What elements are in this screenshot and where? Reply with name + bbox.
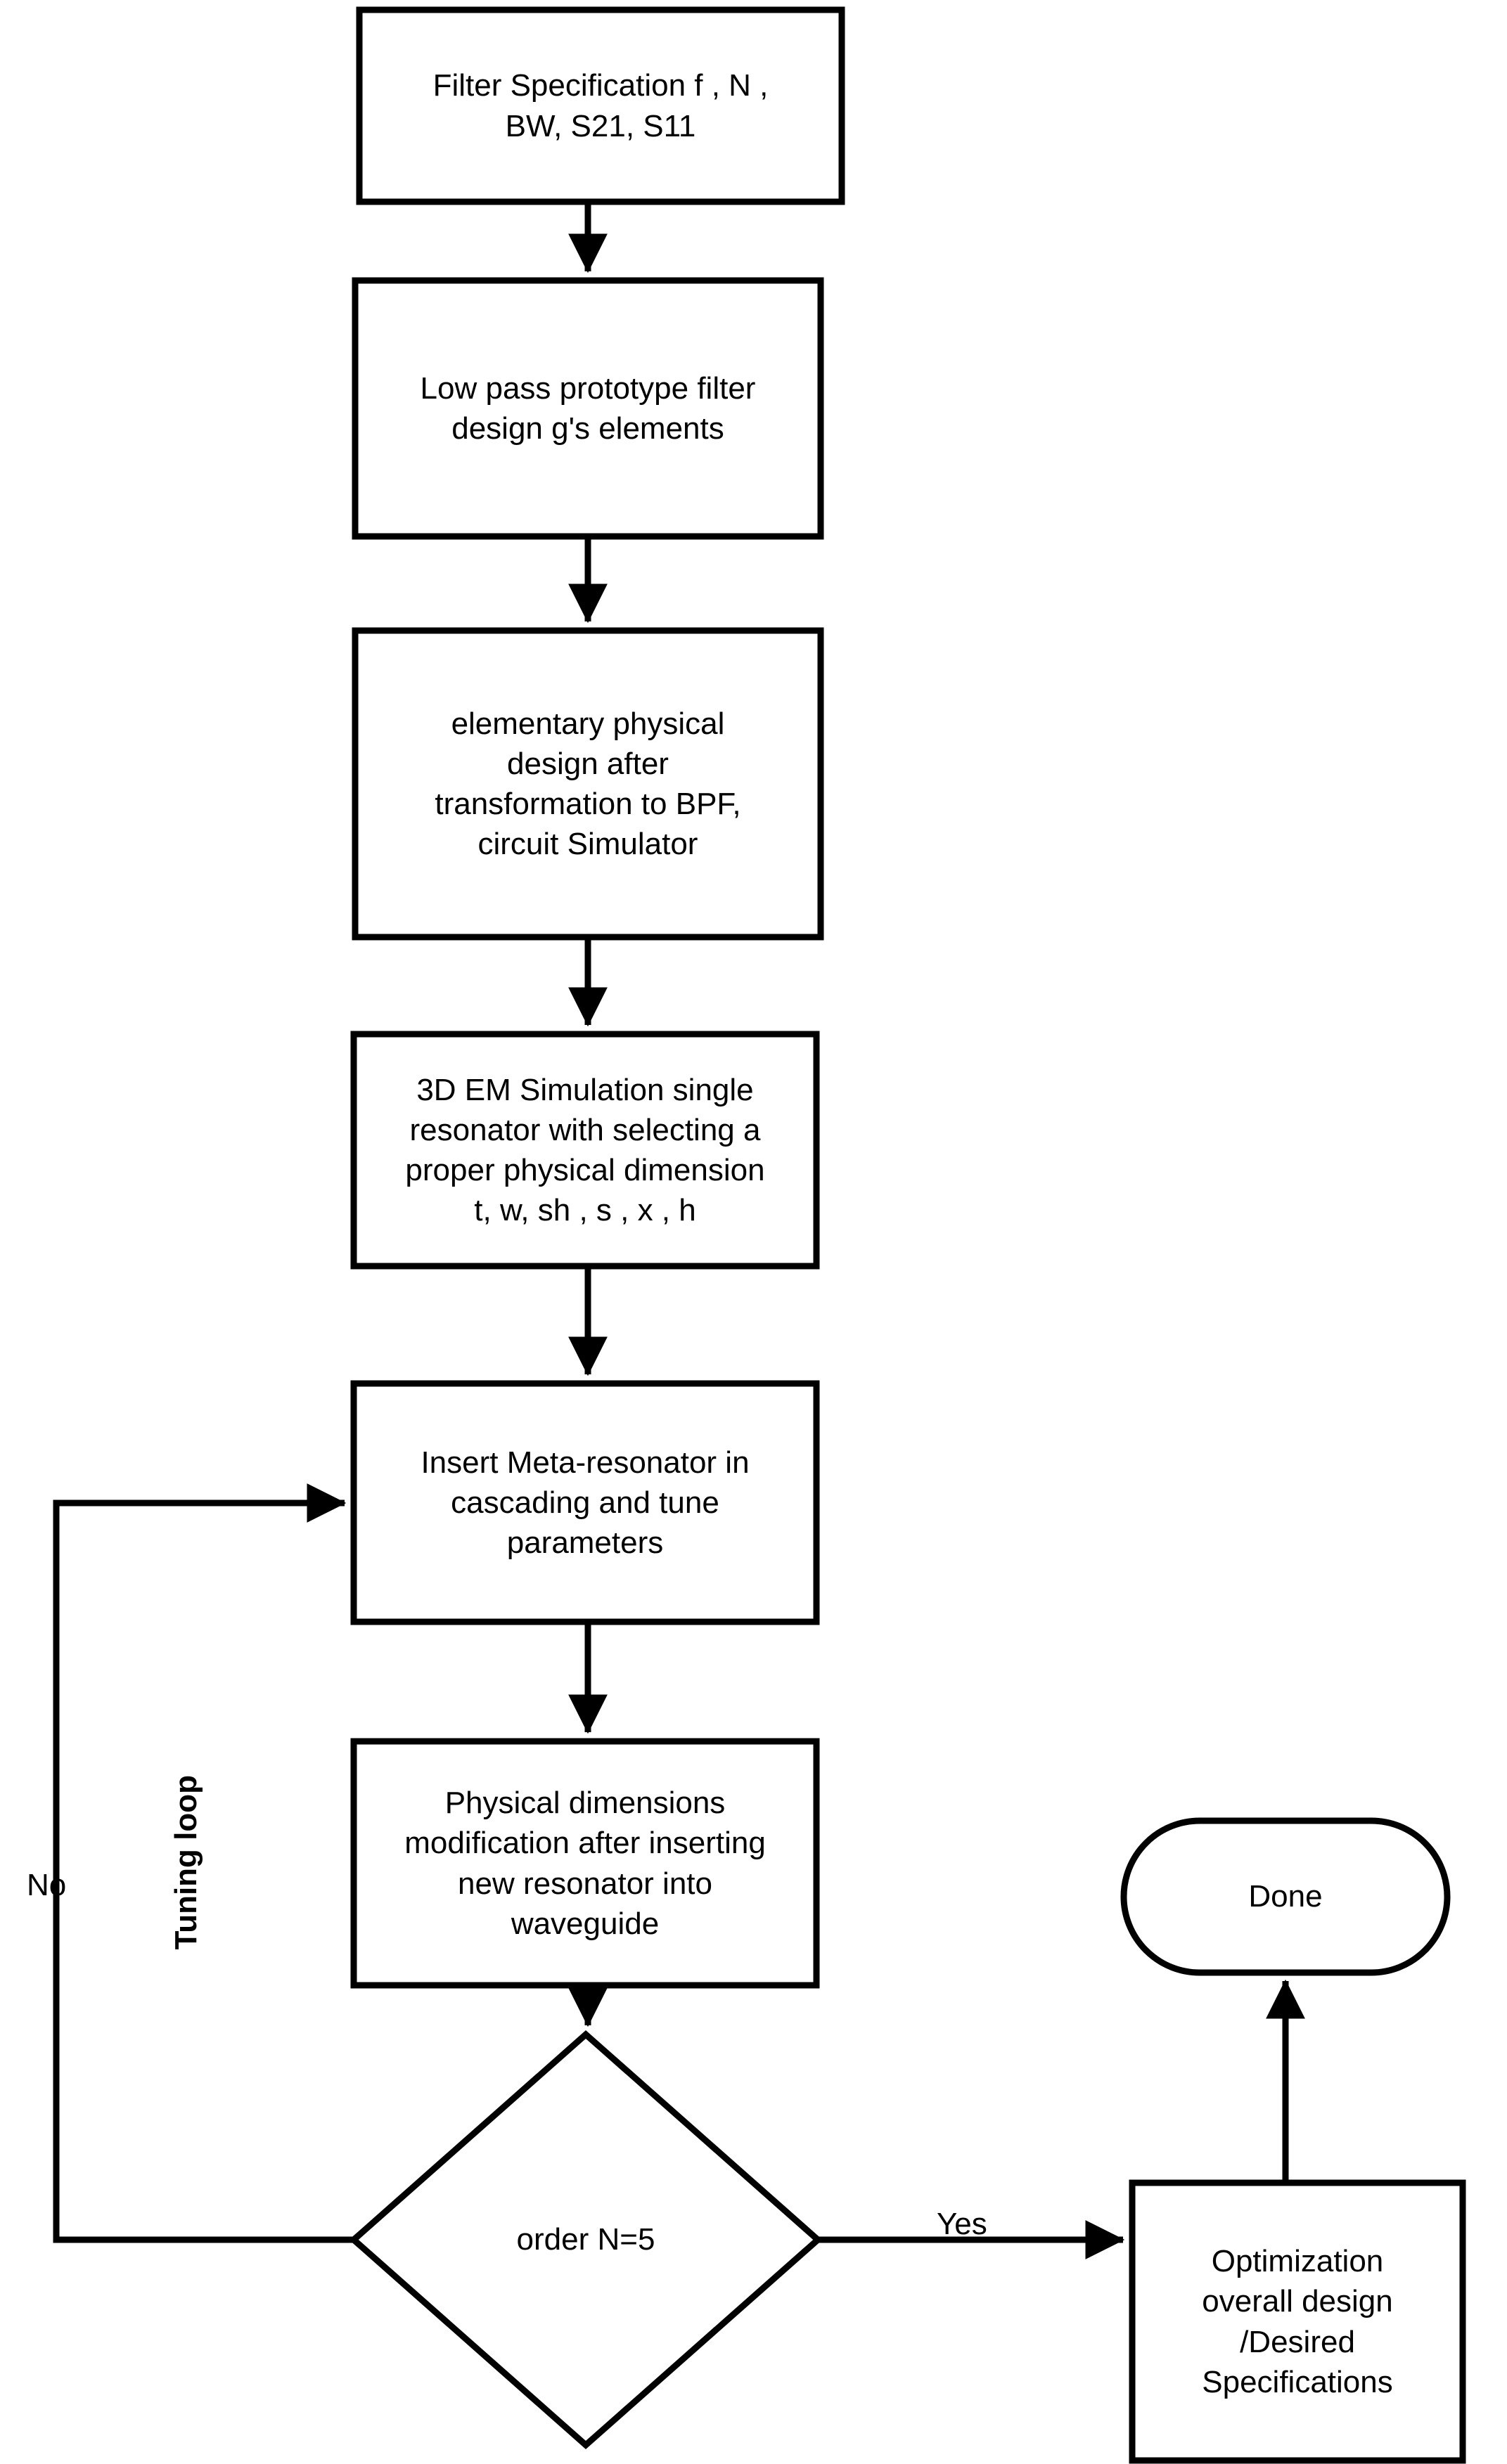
node-shape-order-decision[interactable] xyxy=(349,2030,823,2450)
node-shape-low-pass-prototype[interactable] xyxy=(352,277,824,540)
edge-label-yes: Yes xyxy=(937,2207,987,2241)
node-shape-em-simulation[interactable] xyxy=(350,1031,820,1270)
node-shape-elementary-physical-design[interactable] xyxy=(352,627,824,941)
edge-label-tuning-loop: Tuning loop xyxy=(168,1774,203,1950)
node-shape-filter-specification[interactable] xyxy=(356,6,845,205)
connector-no-tuning-loop xyxy=(53,1483,354,2243)
edge-label-no: No xyxy=(27,1868,67,1902)
node-shape-done[interactable] xyxy=(1120,1817,1451,1976)
node-shape-insert-meta-resonator[interactable] xyxy=(350,1380,820,1625)
node-shape-optimization[interactable] xyxy=(1129,2179,1466,2464)
node-shape-physical-dimensions[interactable] xyxy=(350,1738,820,1989)
